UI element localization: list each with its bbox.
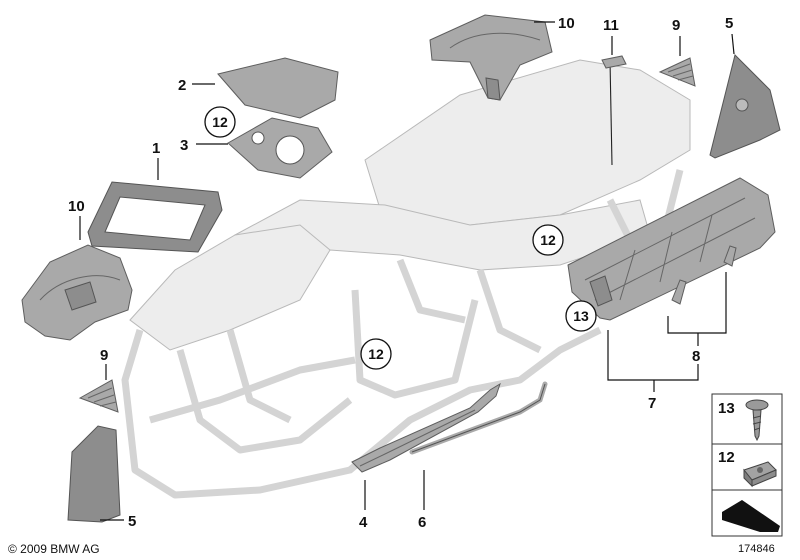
- callout-9-top: 9: [672, 17, 680, 34]
- callouts: 10 11 9 5 2 3 1 10 9 5 4 6 7 8: [68, 15, 733, 531]
- part-6-trim-rod: [409, 381, 548, 455]
- circled-callouts: 12 12 12 13: [204, 106, 597, 370]
- callout-5-left: 5: [128, 513, 136, 530]
- part-1-display-frame: [87, 181, 223, 253]
- legend-screw: 13: [711, 393, 783, 445]
- step-symbol-icon: [722, 500, 780, 532]
- part-10-duct-top: [429, 14, 553, 101]
- circled-callout-12-middle: 12: [532, 224, 564, 256]
- callout-11: 11: [603, 17, 619, 34]
- svg-text:12: 12: [212, 114, 228, 130]
- circled-callout-13: 13: [565, 300, 597, 332]
- callout-8: 8: [692, 348, 700, 365]
- part-2-cover: [217, 57, 339, 119]
- svg-text:12: 12: [540, 232, 556, 248]
- part-9-vent-grille-top: [658, 57, 696, 87]
- callout-7: 7: [648, 395, 656, 412]
- callout-1: 1: [152, 140, 160, 157]
- leader-lines: [79, 21, 735, 521]
- part-8-brackets: [671, 245, 737, 305]
- legend-clip-nut: 12: [711, 443, 783, 491]
- svg-text:12: 12: [368, 346, 384, 362]
- part-10-duct-left: [21, 244, 133, 341]
- part-5-side-trim-left: [67, 425, 121, 523]
- callout-3: 3: [180, 137, 188, 154]
- svg-text:12: 12: [718, 449, 735, 466]
- circled-callout-12-top: 12: [204, 106, 236, 138]
- part-9-vent-grille-left: [78, 379, 119, 413]
- callout-10-left: 10: [68, 198, 85, 215]
- legend-symbol: [711, 489, 783, 537]
- part-5-side-trim-top: [709, 54, 781, 159]
- circled-callout-12-lower: 12: [360, 338, 392, 370]
- callout-4: 4: [359, 514, 368, 531]
- part-3-bracket: [227, 117, 333, 179]
- callout-5-top: 5: [725, 15, 733, 32]
- callout-2: 2: [178, 77, 186, 94]
- callout-10-top: 10: [558, 15, 575, 32]
- part-4-trim-strip: [351, 382, 501, 473]
- part-11-clip: [601, 55, 627, 69]
- svg-text:13: 13: [718, 400, 735, 417]
- callout-9-left: 9: [100, 347, 108, 364]
- diagram-number: 174846: [738, 543, 775, 555]
- svg-text:13: 13: [573, 308, 589, 324]
- callout-6: 6: [418, 514, 426, 531]
- screw-icon: [745, 399, 769, 442]
- copyright: © 2009 BMW AG: [8, 542, 100, 556]
- clip-nut-icon: [743, 461, 777, 488]
